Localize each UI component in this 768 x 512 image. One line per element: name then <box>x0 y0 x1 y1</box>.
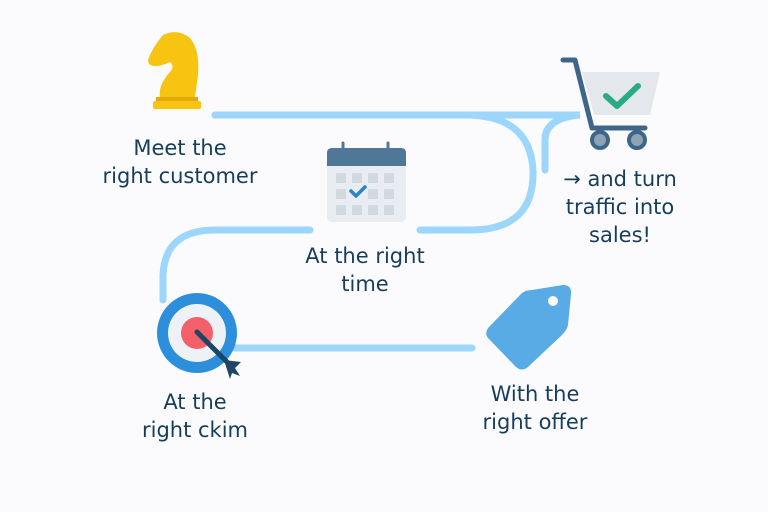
path-segment-to-cart <box>456 111 581 174</box>
step-label-right-offer: With the right offer <box>450 380 620 436</box>
step-label-turn-traffic: → and turn traffic into sales! <box>540 165 700 249</box>
path-segment-middle-curve <box>159 226 314 304</box>
calendar-day-cell <box>384 173 394 183</box>
journey-path <box>159 111 581 352</box>
shopping-cart-check-icon <box>560 57 660 150</box>
calendar-day-cell <box>368 205 378 215</box>
label-line: time <box>341 272 389 296</box>
calendar-day-cell <box>368 189 378 199</box>
label-line: right customer <box>102 164 258 188</box>
calendar-day-cell <box>352 173 362 183</box>
label-line: traffic into <box>565 195 675 219</box>
label-line: right ckim <box>141 418 248 442</box>
calendar-day-cell <box>336 173 346 183</box>
step-label-meet-customer: Meet the right customer <box>75 134 285 190</box>
calendar-day-cell <box>336 205 346 215</box>
step-label-right-aim: At the right ckim <box>110 388 280 444</box>
step-label-right-time: At the right time <box>270 242 460 298</box>
calendar-day-cell <box>384 205 394 215</box>
chess-knight-icon <box>148 32 201 109</box>
label-line: At the <box>163 390 227 414</box>
label-line: right offer <box>482 410 588 434</box>
calendar-check-icon <box>327 141 406 222</box>
price-tag-icon <box>486 285 572 370</box>
label-line: Meet the <box>133 136 227 160</box>
calendar-day-cell <box>352 205 362 215</box>
label-line: sales! <box>589 223 651 247</box>
label-line: → and turn <box>563 167 677 191</box>
label-line: With the <box>490 382 580 406</box>
calendar-day-cell <box>336 189 346 199</box>
target-icon <box>157 293 241 379</box>
calendar-day-cell <box>384 189 394 199</box>
label-line: At the right <box>305 244 425 268</box>
calendar-day-cell <box>368 173 378 183</box>
